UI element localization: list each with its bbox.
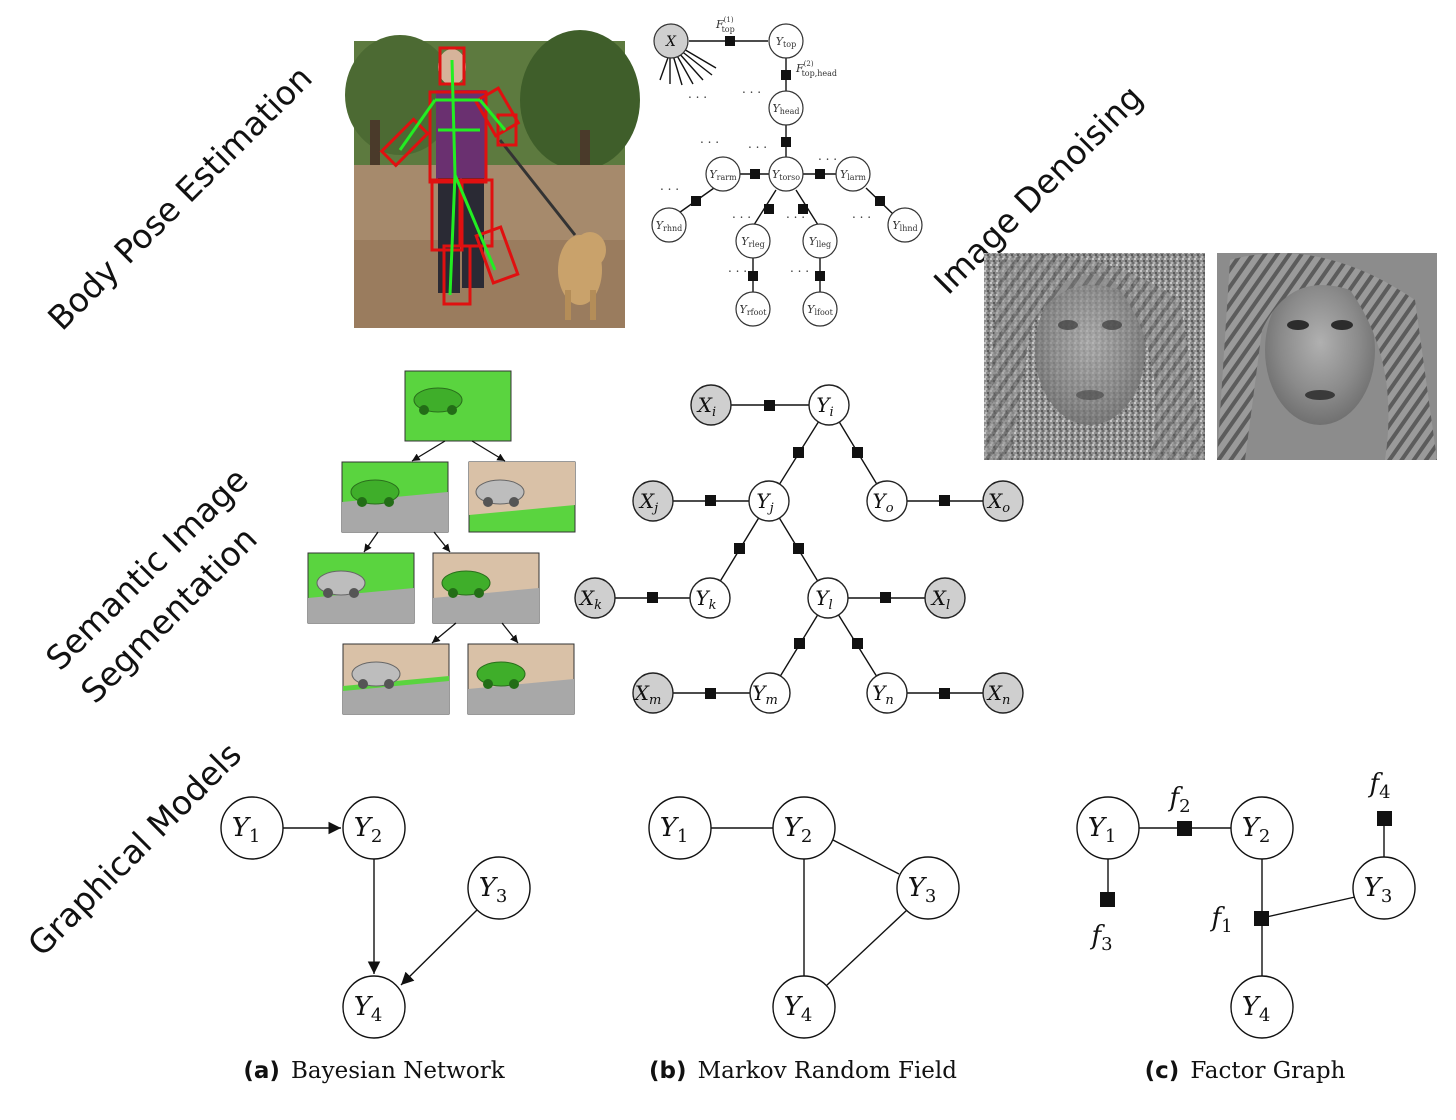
pose-label-factor-top: F(1)top [715, 16, 735, 34]
segmentation-tree-images [307, 370, 576, 715]
svg-text:. . .: . . . [742, 82, 761, 96]
seg-graph-factors [647, 400, 950, 699]
svg-text:Xj: Xj [638, 489, 658, 516]
seg-image-level2-right [432, 552, 540, 624]
factor-graph: Y1 Y2 Y3 Y4 f2 f3 f1 f4 (c) Factor Graph [1076, 769, 1416, 1084]
mrf-node-y4 [772, 975, 836, 1039]
fg-node-y4 [1230, 975, 1294, 1039]
pose-label-x: X [665, 34, 677, 50]
seg-image-level1-right [468, 461, 576, 533]
bn-node-y3 [467, 856, 531, 920]
denoising-noisy-image [984, 253, 1205, 460]
pose-graph-dots: . . . . . . . . . . . . . . . . . . . . … [660, 82, 871, 275]
pose-node-rarm [705, 156, 741, 192]
bn-node-y4 [342, 975, 406, 1039]
fg-factor-f2 [1177, 821, 1192, 836]
pose-node-rfoot [735, 291, 771, 327]
seg-node-yn [866, 672, 908, 714]
seg-node-yl [807, 577, 849, 619]
svg-text:Y1: Y1 [1088, 813, 1117, 847]
svg-text:. . .: . . . [700, 132, 719, 146]
svg-text:. . .: . . . [688, 87, 707, 101]
fg-node-y1 [1076, 796, 1140, 860]
svg-text:f4: f4 [1367, 769, 1390, 803]
mrf-node-y3 [896, 856, 960, 920]
pose-node-lfoot [802, 291, 838, 327]
seg-node-xk [574, 577, 616, 619]
title-graphical-models: Graphical Models [20, 735, 249, 964]
svg-text:. . .: . . . [786, 207, 805, 221]
svg-text:. . .: . . . [818, 149, 837, 163]
seg-node-xl [924, 577, 966, 619]
pose-node-lleg [802, 223, 838, 259]
svg-text:Xi: Xi [696, 393, 716, 420]
pose-graph-factors [691, 36, 885, 281]
svg-text:. . .: . . . [728, 261, 747, 275]
svg-text:Yl: Yl [815, 586, 832, 613]
pose-node-torso [768, 156, 804, 192]
svg-text:. . .: . . . [852, 207, 871, 221]
pose-node-top [768, 23, 804, 59]
seg-node-xj [632, 480, 674, 522]
svg-text:Yi: Yi [816, 393, 833, 420]
pose-node-x [653, 23, 689, 59]
pose-node-rhnd [651, 207, 687, 243]
pose-node-larm [835, 156, 871, 192]
bayesian-network: Y1 Y2 Y3 Y4 (a) Bayesian Network [220, 796, 531, 1084]
svg-text:. . .: . . . [732, 207, 751, 221]
seg-node-yo [866, 480, 908, 522]
bn-node-y1 [220, 796, 284, 860]
seg-node-yj [748, 480, 790, 522]
svg-text:f3: f3 [1089, 921, 1112, 955]
svg-text:f2: f2 [1167, 783, 1190, 817]
body-pose-photo [345, 30, 640, 328]
seg-node-ym [749, 672, 791, 714]
seg-node-yk [689, 577, 731, 619]
seg-image-level1-left [341, 461, 449, 533]
fg-factor-f4 [1377, 811, 1392, 826]
markov-random-field: Y1 Y2 Y3 Y4 (b) Markov Random Field [648, 796, 960, 1084]
seg-node-xo [982, 480, 1024, 522]
seg-image-level3-right [467, 643, 575, 715]
pose-node-rleg [735, 223, 771, 259]
pose-node-head [768, 90, 804, 126]
bn-node-y2 [342, 796, 406, 860]
fg-node-y3 [1352, 856, 1416, 920]
seg-image-level3-left [342, 643, 450, 715]
pose-label-factor-head: F(2)top,head [795, 60, 837, 78]
seg-graph-nodes [574, 384, 1024, 714]
caption-bayesian-network: (a) Bayesian Network [243, 1058, 505, 1084]
caption-factor-graph: (c) Factor Graph [1145, 1058, 1346, 1084]
fg-factor-f3 [1100, 892, 1115, 907]
svg-text:. . .: . . . [790, 261, 809, 275]
svg-text:. . .: . . . [660, 179, 679, 193]
svg-text:Y2: Y2 [784, 813, 813, 847]
seg-node-yi [808, 384, 850, 426]
seg-node-xm [632, 672, 674, 714]
seg-image-root [404, 370, 512, 442]
svg-text:. . .: . . . [748, 137, 767, 151]
mrf-node-y1 [648, 796, 712, 860]
pose-graph-nodes [651, 23, 923, 327]
denoising-clean-image [1217, 253, 1437, 460]
seg-node-xi [690, 384, 732, 426]
seg-image-level2-left [307, 552, 415, 624]
title-body-pose: Body Pose Estimation [40, 58, 320, 338]
svg-text:f1: f1 [1209, 903, 1232, 937]
seg-node-xn [982, 672, 1024, 714]
mrf-node-y2 [772, 796, 836, 860]
fg-node-y2 [1230, 796, 1294, 860]
caption-markov-random-field: (b) Markov Random Field [649, 1058, 957, 1084]
fg-factor-f1 [1254, 911, 1269, 926]
svg-text:Yj: Yj [756, 489, 773, 516]
pose-node-lhnd [887, 207, 923, 243]
svg-text:Xl: Xl [930, 586, 950, 613]
